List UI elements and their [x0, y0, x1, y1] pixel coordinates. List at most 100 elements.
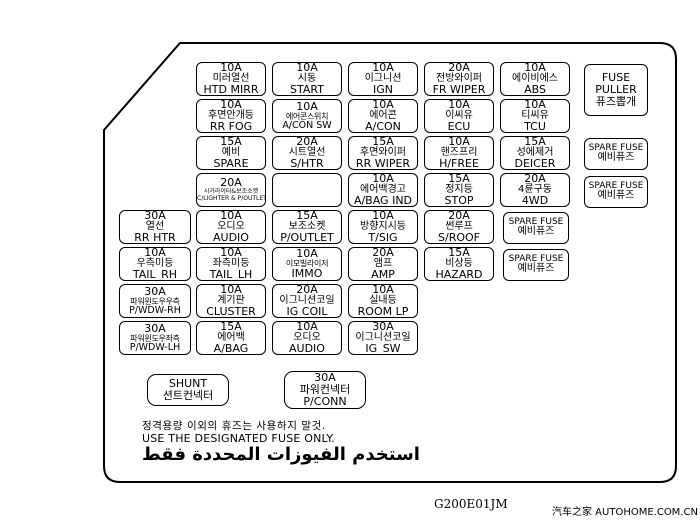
warning-english-text: USE THE DESIGNATED FUSE ONLY. [142, 432, 335, 445]
fuse-english-label: IMMO [291, 267, 323, 281]
fuse-ign: 10A 이그니션 IGN [348, 62, 418, 96]
fuse-amp: 10A [220, 247, 242, 259]
fuse-amp: 15A [220, 321, 242, 333]
warning-arabic-text: استخدم الفيوزات المحددة فقط [142, 444, 420, 465]
fuse-puller: FUSE PULLER 퓨즈뽑개 [584, 64, 648, 116]
fuse-4wd: 20A 4륜구동 4WD [500, 173, 570, 207]
fuse-amp: 20A [296, 136, 318, 148]
fuse-english-label: RR WIPER [355, 157, 411, 170]
fuse-korean-label: 파워윈도우좌측 [130, 333, 180, 343]
fuse-english-label: TCU [524, 120, 546, 133]
fuse-english-label: T/SIG [368, 231, 398, 244]
spare-fuse-label: SPARE FUSE [508, 216, 564, 227]
fuse-english-label: HTD MIRR [203, 83, 259, 96]
fuse-amp: 15A [448, 247, 470, 259]
shunt-korean-label: 션트컨넥터 [162, 389, 214, 402]
fuse-korean-label: 계기판 [217, 294, 245, 306]
fuse-amp: 15A [220, 136, 242, 148]
fuse-amp: 20A 앰프 AMP [348, 247, 418, 281]
fuse-tcu: 10A 티씨유 TCU [500, 99, 570, 133]
fuse-amp: 10A [372, 62, 394, 74]
fuse-ig-coil: 20A 이그니션코일 IG COIL [272, 284, 342, 318]
fuse-acon-sw: 10A 에어콘스위치 A/CON SW [272, 99, 342, 133]
fuse-p-outlet: 15A 보조소켓 P/OUTLET [272, 210, 342, 244]
fuse-amp: 10A [296, 247, 318, 260]
shunt-label: SHUNT [168, 377, 208, 391]
spare-fuse-korean-label: 예비퓨즈 [597, 152, 635, 164]
fuse-tail-lh: 10A 좌측미등 TAIL_LH [196, 247, 266, 281]
warning-korean-text: 정격용량 이외의 휴즈는 사용하지 말것. [142, 420, 326, 432]
fuse-english-label: CLUSTER [206, 305, 256, 318]
fuse-amp: 10A [372, 99, 394, 111]
fuse-korean-label: 티씨유 [521, 109, 549, 121]
fuse-english-label: RR HTR [134, 231, 176, 244]
fuse-english-label: SPARE [213, 157, 249, 170]
fuse-korean-label: 이씨유 [445, 109, 473, 121]
figure-code: G200E01JM [434, 497, 508, 511]
power-connector-label: P/CONN [303, 394, 347, 408]
fuse-korean-label: 좌측미등 [212, 257, 250, 269]
power-connector: 30A 파워컨넥터 P/CONN [284, 371, 366, 409]
fuse-amp: 30A [144, 210, 166, 222]
fuse-cluster: 10A 계기판 CLUSTER [196, 284, 266, 318]
spare-fuse-korean-label: 예비퓨즈 [597, 190, 635, 202]
fuse-acon: 10A 에어콘 A/CON [348, 99, 418, 133]
fuse-amp: 10A [524, 62, 546, 74]
fuse-korean-label: 우측미등 [136, 257, 174, 269]
fuse-english-label: C/LIGHTER & P/OUTLET [197, 194, 266, 202]
fuse-english-label: A/BAG [213, 342, 249, 355]
fuse-amp: 15A [448, 173, 470, 185]
fuse-p-wdw-rh: 30A 파워윈도우우측 P/WDW-RH [119, 284, 191, 318]
fuse-korean-label: 열선 [145, 220, 165, 232]
fuse-ecu: 10A 이씨유 ECU [424, 99, 494, 133]
fuse-korean-label: 전방와이퍼 [436, 72, 482, 84]
fuse-korean-label: 이그니션코일 [355, 331, 411, 343]
power-connector-korean-label: 파워컨넥터 [299, 383, 351, 397]
fuse-english-label: 4WD [521, 194, 549, 207]
fuse-amp: 15A [524, 136, 546, 148]
fuse-english-label: P/WDW-LH [129, 342, 181, 354]
fuse-c-lighter: 20A 시거라이터&보조소켓 C/LIGHTER & P/OUTLET [196, 173, 266, 207]
fuse-s-htr: 20A 시트열선 S/HTR [272, 136, 342, 170]
fuse-korean-label: 실내등 [369, 294, 397, 306]
fuse-empty-slot [272, 173, 342, 207]
fuse-amp: 10A [372, 284, 394, 296]
spare-fuse-slot: SPARE FUSE 예비퓨즈 [503, 249, 569, 281]
fuse-amp: 20A [448, 210, 470, 222]
fuse-english-label: FR WIPER [432, 83, 486, 96]
fuse-english-label: ABS [524, 83, 546, 96]
fuse-amp: 20A [296, 284, 318, 296]
fuse-korean-label: 예비 [221, 146, 241, 158]
fuse-english-label: AMP [371, 268, 395, 281]
fuse-room-lp: 10A 실내등 ROOM LP [348, 284, 418, 318]
fuse-english-label: START [290, 83, 324, 96]
fuse-korean-label: 에이비에스 [512, 72, 558, 84]
fuse-p-wdw-lh: 30A 파워윈도우좌측 P/WDW-LH [119, 321, 191, 355]
fuse-english-label: AUDIO [289, 342, 325, 355]
fuse-hazard: 15A 비상등 HAZARD [424, 247, 494, 281]
fuse-english-label: S/HTR [290, 157, 324, 170]
fuse-amp: 10A [372, 173, 394, 185]
fuse-audio-1: 10A 오디오 AUDIO [196, 210, 266, 244]
fuse-english-label: A/CON [365, 120, 401, 133]
fuse-start: 10A 시동 START [272, 62, 342, 96]
fuse-korean-label: 후면안개등 [208, 109, 254, 121]
fuse-english-label: TAIL_RH [132, 268, 178, 281]
spare-fuse-korean-label: 예비퓨즈 [517, 263, 555, 275]
fuse-amp: 10A [448, 99, 470, 111]
fuse-deicer: 15A 성에제거 DEICER [500, 136, 570, 170]
fuse-korean-label: 시거라이터&보조소켓 [203, 188, 259, 196]
fuse-korean-label: 정지등 [445, 183, 473, 195]
fuse-english-label: ECU [447, 120, 471, 133]
fuse-korean-label: 방향지시등 [360, 220, 406, 232]
spare-fuse-label: SPARE FUSE [508, 253, 564, 264]
fuse-english-label: STOP [444, 194, 474, 207]
power-connector-amp: 30A [314, 371, 336, 385]
fuse-amp: 10A [220, 62, 242, 74]
fuse-amp: 10A [296, 321, 318, 333]
fuse-english-label: IG COIL [286, 305, 328, 318]
fuse-fr-wiper: 20A 전방와이퍼 FR WIPER [424, 62, 494, 96]
fuse-amp: 10A [220, 284, 242, 296]
watermark: 汽车之家 AUTOHOME.COM.CN [552, 507, 698, 518]
spare-fuse-slot: SPARE FUSE 예비퓨즈 [584, 176, 648, 208]
